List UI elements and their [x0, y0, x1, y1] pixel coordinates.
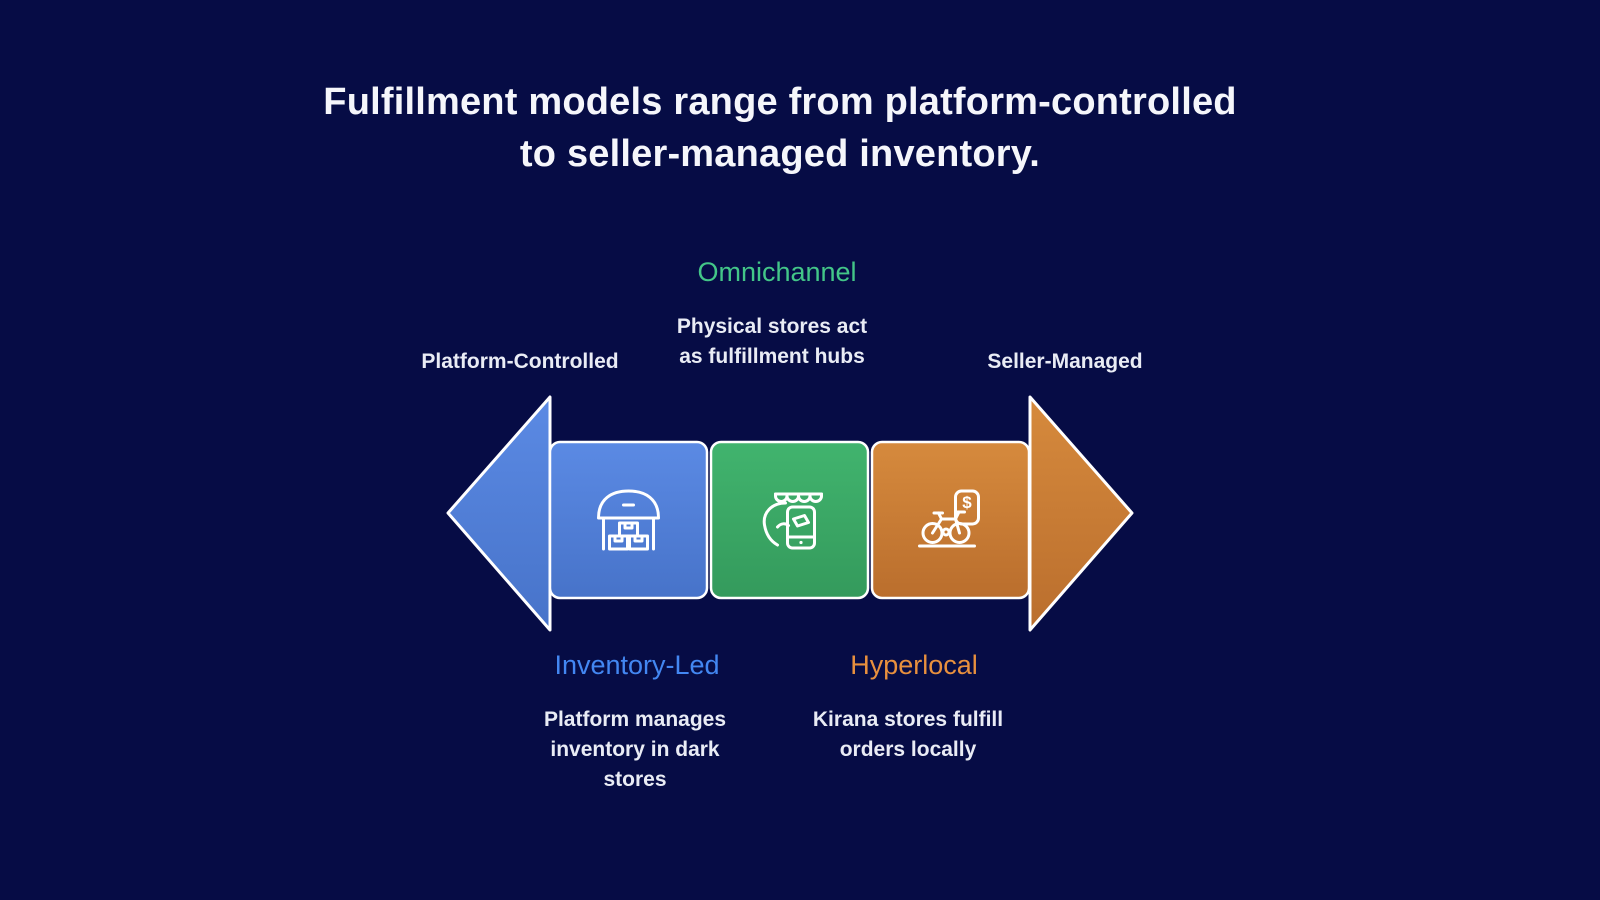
storefront-phone-icon — [762, 492, 823, 550]
model-name-hyperlocal: Hyperlocal — [850, 650, 978, 680]
segment-omnichannel — [709, 440, 870, 600]
spectrum-left-end-label: Platform-Controlled — [421, 350, 619, 373]
fulfillment-spectrum-arrow: $ — [446, 395, 1134, 632]
model-name-inventory-led: Inventory-Led — [554, 650, 720, 680]
segment-inventory-led — [548, 440, 709, 600]
warehouse-boxes-icon — [597, 489, 660, 551]
right-arrowhead — [1028, 395, 1134, 632]
left-arrowhead — [446, 395, 552, 632]
page-title: Fulfillment models range from platform-c… — [323, 81, 1237, 176]
model-description-inventory-led: Platform manages inventory in dark store… — [543, 708, 727, 791]
svg-text:$: $ — [962, 493, 972, 512]
model-description-hyperlocal: Kirana stores fulfill orders locally — [812, 708, 1004, 761]
model-description-omnichannel: Physical stores act as fulfillment hubs — [676, 315, 868, 368]
spectrum-right-end-label: Seller-Managed — [987, 350, 1143, 373]
bicycle-dollar-icon: $ — [918, 489, 980, 548]
model-name-omnichannel: Omnichannel — [697, 257, 857, 287]
